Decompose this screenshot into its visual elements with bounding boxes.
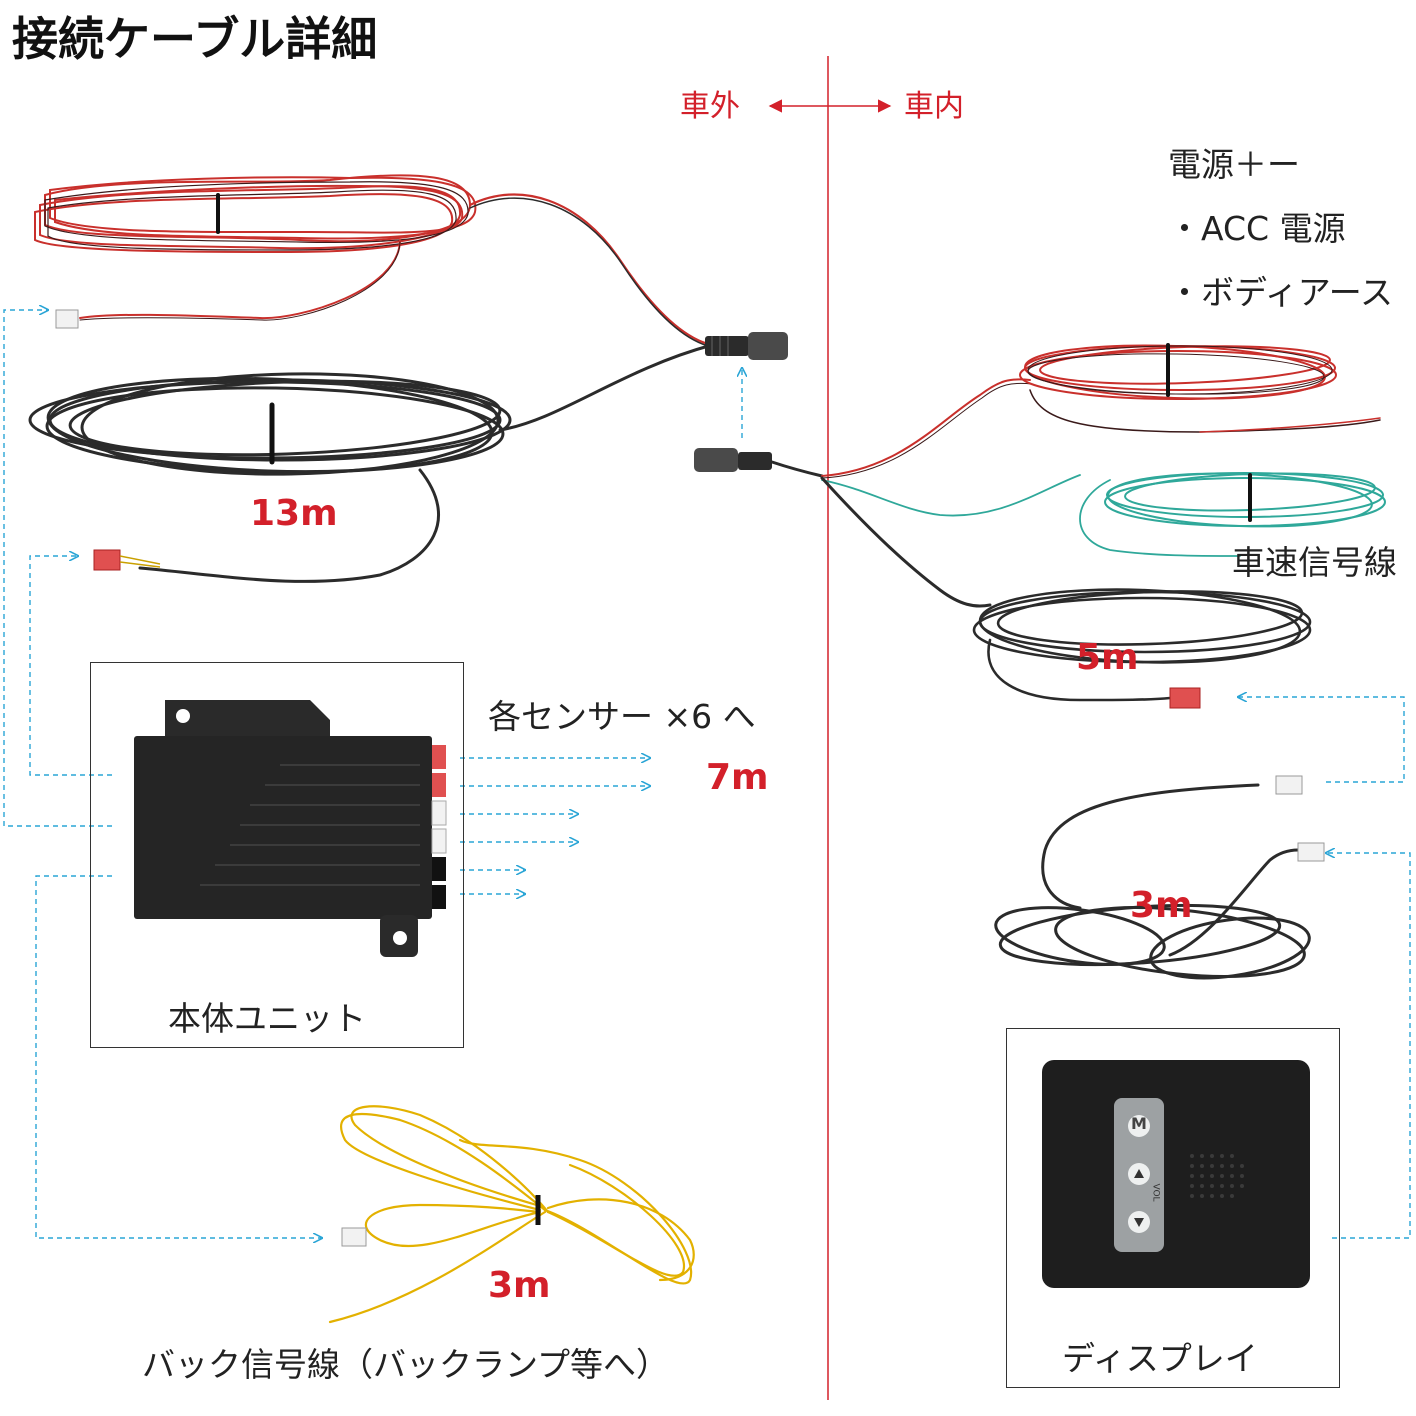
main-cable-length: 13m xyxy=(250,493,338,534)
power-label-1: 電源＋ー xyxy=(1168,145,1300,184)
label-inside: 車内 xyxy=(904,89,964,124)
display-cable-a-length: 5m xyxy=(1076,637,1139,678)
main-unit-label: 本体ユニット xyxy=(168,999,366,1038)
sensor-label: 各センサー ×6 へ xyxy=(488,697,756,736)
white-back-connector xyxy=(341,1227,367,1247)
white-jst-connector xyxy=(55,309,79,329)
main-unit-frame xyxy=(90,662,464,1048)
round-connector-male xyxy=(705,332,788,360)
label-outside: 車外 xyxy=(680,89,740,124)
display-label: ディスプレイ xyxy=(1062,1339,1258,1378)
sensor-length: 7m xyxy=(706,757,769,798)
display-device xyxy=(1042,1060,1310,1288)
power-label-3: ・ボディアース xyxy=(1168,273,1394,312)
main-cable-13m xyxy=(28,174,714,583)
display-harness xyxy=(694,343,1386,980)
display-frame xyxy=(1006,1028,1340,1388)
back-signal-label: バック信号線（バックランプ等へ） xyxy=(142,1345,670,1384)
main-unit-device xyxy=(134,700,447,957)
page-title: 接続ケーブル詳細 xyxy=(12,12,378,66)
red-connector xyxy=(93,549,161,571)
power-label-2: ・ACC 電源 xyxy=(1168,209,1346,248)
back-signal-length: 3m xyxy=(488,1265,551,1306)
left-connection-arrows xyxy=(3,310,742,1238)
sensor-arrows xyxy=(460,758,650,894)
right-connection-arrows xyxy=(1238,697,1411,1239)
display-vol-label: VOL xyxy=(1150,1183,1161,1202)
right-connectors xyxy=(1169,687,1325,862)
display-button-m[interactable]: M xyxy=(1131,1114,1147,1133)
display-cable-b-length: 3m xyxy=(1130,885,1193,926)
vehicle-speed-label: 車速信号線 xyxy=(1232,543,1397,582)
back-signal-wire xyxy=(328,1105,695,1324)
